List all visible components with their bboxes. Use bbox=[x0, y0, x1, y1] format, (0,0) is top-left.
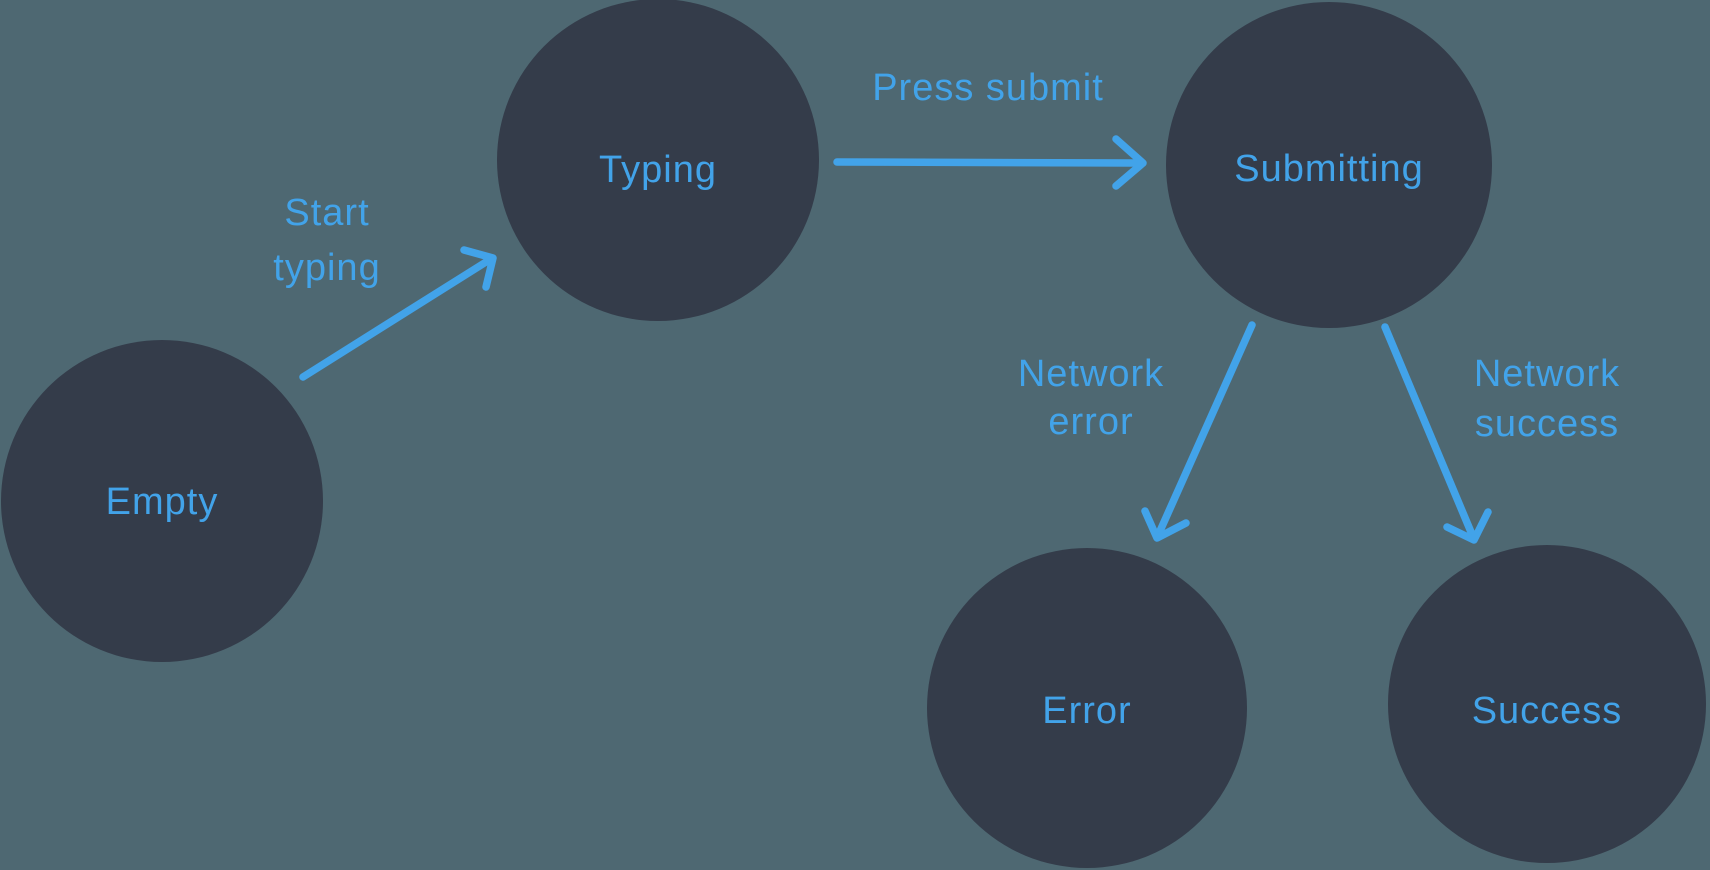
state-node-submitting bbox=[1166, 2, 1492, 328]
transition-arrow-network-success bbox=[1381, 323, 1492, 544]
transition-arrows bbox=[299, 135, 1492, 544]
network-success-arrow-shaft bbox=[1381, 323, 1475, 536]
state-node-error bbox=[927, 548, 1247, 868]
transition-label-network-success-line1: Network bbox=[1474, 353, 1620, 395]
transition-arrow-network-error bbox=[1141, 321, 1256, 542]
state-label-error: Error bbox=[1042, 690, 1131, 732]
press-submit-arrowhead bbox=[1112, 135, 1147, 190]
transition-label-network-error-line2: error bbox=[1048, 401, 1133, 443]
transition-label-network-error-line1: Network bbox=[1018, 353, 1164, 395]
network-error-arrow-shaft bbox=[1156, 321, 1256, 535]
transition-label-start-typing-line1: Start bbox=[284, 192, 369, 234]
state-node-typing bbox=[497, 0, 819, 321]
state-node-success bbox=[1388, 545, 1706, 863]
start-typing-arrow-shaft bbox=[299, 258, 490, 381]
state-node-empty bbox=[1, 340, 323, 662]
press-submit-arrow-shaft bbox=[833, 158, 1139, 167]
network-success-arrowhead bbox=[1443, 508, 1492, 544]
transition-label-network-error: Network error bbox=[1018, 353, 1164, 443]
transition-label-network-success-line2: success bbox=[1475, 403, 1619, 445]
start-typing-arrowhead bbox=[460, 246, 497, 291]
transition-label-start-typing-line2: typing bbox=[273, 247, 380, 289]
transition-label-press-submit: Press submit bbox=[872, 67, 1104, 109]
state-label-typing: Typing bbox=[599, 149, 717, 191]
diagram-labels: Empty Typing Submitting Error Success St… bbox=[106, 67, 1623, 732]
state-label-empty: Empty bbox=[106, 481, 219, 523]
state-label-success: Success bbox=[1472, 690, 1623, 732]
transition-label-network-success: Network success bbox=[1474, 353, 1620, 445]
network-error-arrowhead bbox=[1141, 507, 1190, 542]
transition-arrow-press-submit bbox=[833, 135, 1147, 190]
transition-arrow-start-typing bbox=[299, 246, 497, 381]
transition-label-start-typing: Start typing bbox=[273, 192, 380, 289]
state-label-submitting: Submitting bbox=[1234, 148, 1424, 190]
